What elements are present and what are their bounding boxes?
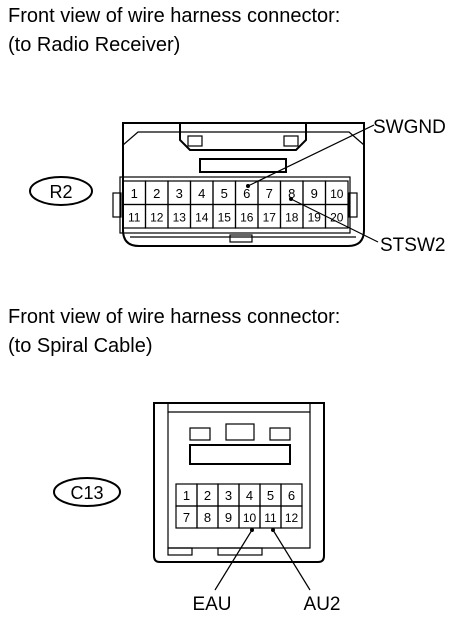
callout-dot-eau [250, 528, 254, 532]
r2-pin-label-10: 10 [330, 187, 344, 201]
callout-dot-stsw2 [289, 197, 293, 201]
connector-c13-top-rail [167, 403, 311, 413]
c13-pin-label-5: 5 [267, 488, 274, 503]
c13-pin-label-8: 8 [204, 510, 211, 525]
r2-pin-label-2: 2 [153, 186, 160, 201]
connector-c13-bottom-tab-left [167, 547, 193, 556]
r2-pin-label-13: 13 [173, 210, 187, 224]
connector-r2-tag-ellipse [29, 176, 93, 206]
spiral-caption-line1: Front view of wire harness connector: [8, 306, 341, 328]
connector-r2-latch-slot-right [283, 135, 299, 147]
r2-pin-label-4: 4 [198, 186, 205, 201]
spiral-caption-line2: (to Spiral Cable) [8, 335, 153, 357]
connector-c13-key [189, 444, 291, 465]
c13-pin-label-7: 7 [183, 510, 190, 525]
connector-r2-bottom-key [229, 234, 253, 243]
c13-pin-label-3: 3 [225, 488, 232, 503]
c13-pin-label-6: 6 [288, 488, 295, 503]
connector-r2-side-tab-right [348, 192, 358, 218]
connector-r2-latch [179, 123, 307, 151]
connector-c13-housing [153, 402, 325, 563]
receiver-caption-line2: (to Radio Receiver) [8, 34, 181, 56]
r2-pin-label-7: 7 [266, 186, 273, 201]
connector-r2-latch-slot-left [187, 135, 203, 147]
r2-pin-label-14: 14 [195, 210, 209, 224]
receiver-caption-line1: Front view of wire harness connector: [8, 5, 341, 27]
connector-r2-tag: R2 [49, 182, 72, 202]
callout-line-au2 [272, 529, 311, 591]
c13-pin-label-12: 12 [285, 511, 299, 525]
c13-pin-cell-12 [280, 505, 303, 529]
r2-pin-label-15: 15 [218, 210, 232, 224]
r2-pin-label-17: 17 [263, 210, 277, 224]
receiver-caption: Front view of wire harness connector: (t… [8, 2, 340, 60]
connector-c13-bottom-tab-center [217, 547, 263, 556]
callout-au2: AU2 [304, 594, 341, 615]
connector-c13-latch-right [269, 427, 291, 441]
r2-pin-label-19: 19 [308, 210, 322, 224]
connector-r2-key [199, 158, 287, 173]
connector-r2-cavity [119, 176, 351, 234]
r2-pin-label-6: 6 [243, 186, 250, 201]
r2-pin-label-8: 8 [288, 186, 295, 201]
c13-pin-label-11: 11 [264, 511, 277, 525]
r2-pin-label-1: 1 [131, 186, 138, 201]
connector-c13-latch-left [189, 427, 211, 441]
c13-pin-label-10: 10 [243, 511, 257, 525]
r2-pin-label-11: 11 [128, 210, 141, 224]
r2-pin-label-5: 5 [221, 186, 228, 201]
connector-r2-side-tab-left [112, 192, 122, 218]
r2-pin-label-20: 20 [330, 210, 344, 224]
callout-eau: EAU [192, 594, 231, 615]
c13-pin-label-2: 2 [204, 488, 211, 503]
r2-pin-label-9: 9 [311, 186, 318, 201]
callout-dot-swgnd [246, 184, 250, 188]
r2-pin-label-12: 12 [150, 210, 164, 224]
connector-r2-rail [122, 131, 365, 146]
r2-pin-label-18: 18 [285, 210, 299, 224]
r2-pin-label-3: 3 [176, 186, 183, 201]
callout-line-stsw2 [290, 198, 379, 243]
callout-line-eau [214, 529, 253, 591]
callout-line-swgnd [247, 124, 375, 187]
r2-pin-label-16: 16 [240, 210, 254, 224]
connector-c13-latch-center [225, 423, 255, 441]
connector-c13-tag: C13 [70, 483, 103, 503]
callout-stsw2: STSW2 [380, 235, 445, 256]
connector-c13-tag-ellipse [53, 477, 121, 507]
c13-pin-label-4: 4 [246, 488, 253, 503]
connector-r2-housing [122, 122, 365, 247]
spiral-caption: Front view of wire harness connector: (t… [8, 303, 340, 361]
c13-pin-label-1: 1 [183, 488, 190, 503]
callout-dot-au2 [271, 528, 275, 532]
callout-swgnd: SWGND [373, 117, 446, 138]
c13-pin-label-9: 9 [225, 510, 232, 525]
